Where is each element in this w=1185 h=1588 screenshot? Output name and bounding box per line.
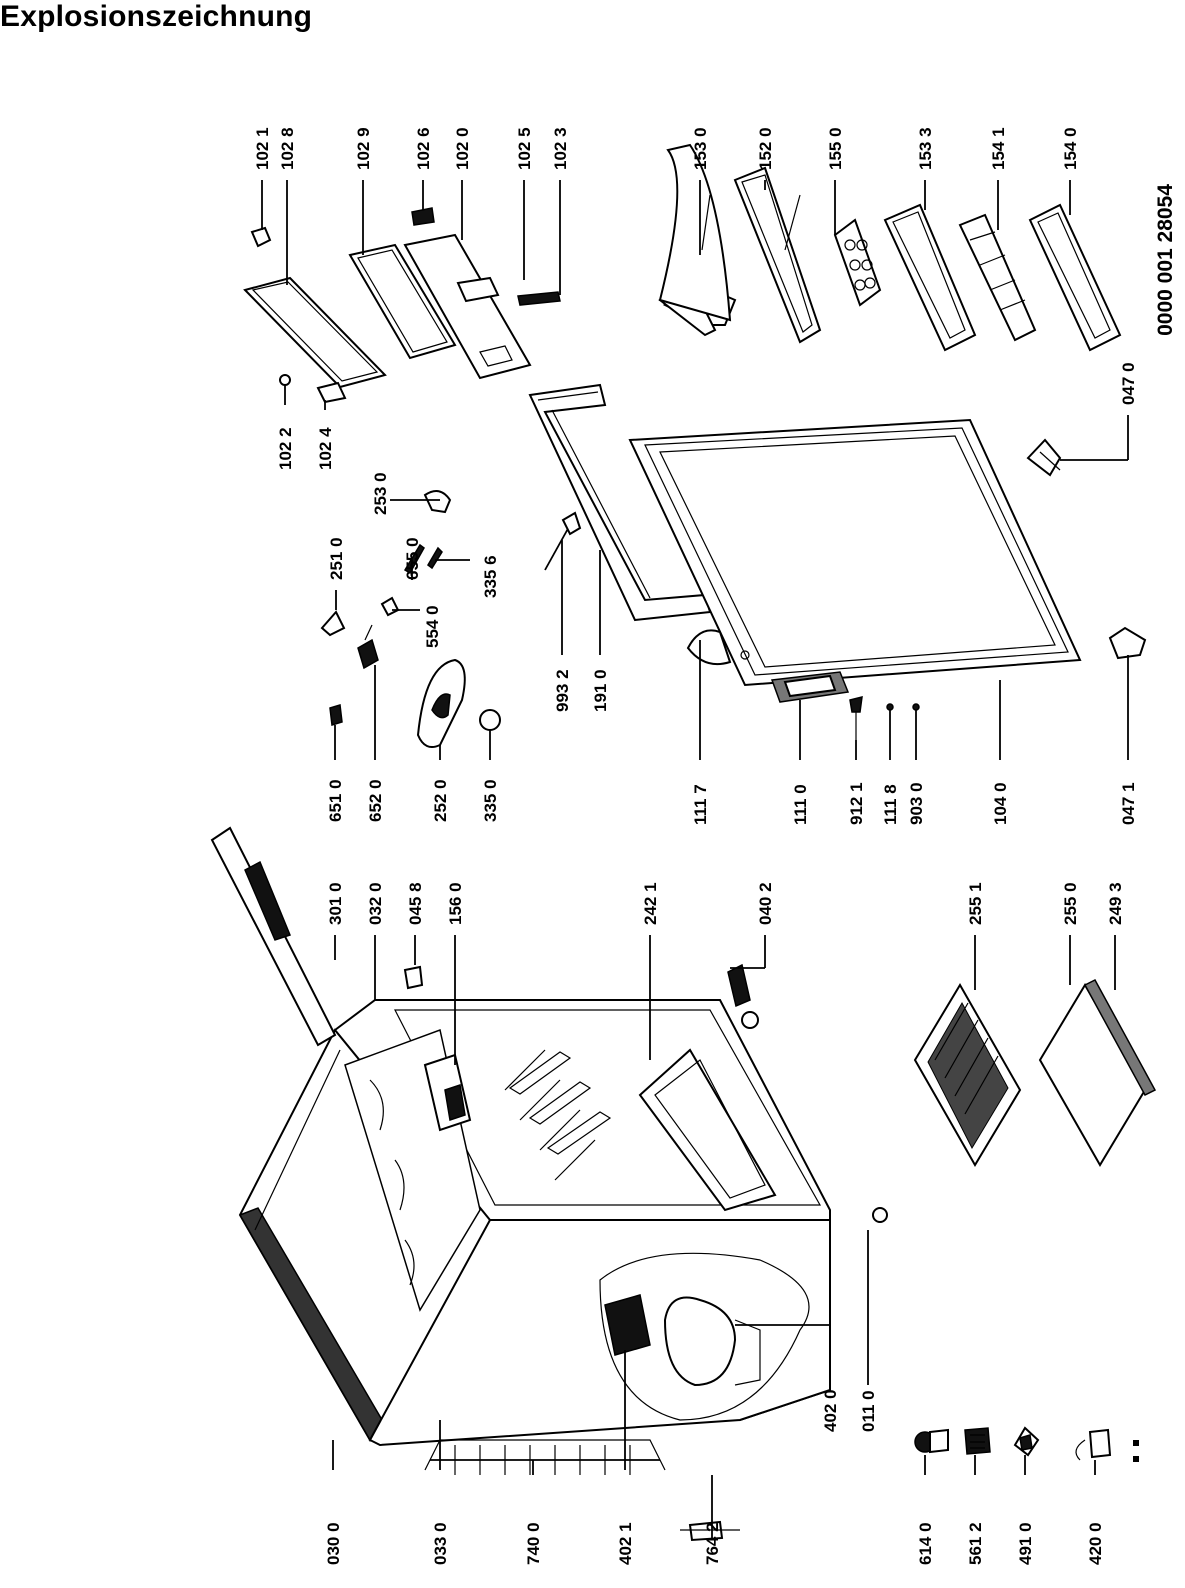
label-153-0: 153 0	[691, 127, 710, 170]
small-part-102-2	[279, 374, 291, 386]
door-bin-152-0	[733, 166, 822, 344]
label-561-2: 561 2	[966, 1522, 985, 1565]
label-255-0: 255 0	[1061, 882, 1080, 925]
label-011-0: 011 0	[859, 1390, 878, 1432]
label-102-0: 102 0	[453, 127, 472, 170]
plug-651-0	[329, 704, 343, 726]
label-912-1: 912 1	[847, 782, 866, 825]
clip-253-0	[423, 490, 452, 514]
label-102-5: 102 5	[515, 127, 534, 170]
label-655-0: 655 0	[403, 537, 422, 580]
shelf-trim-249-3	[1083, 979, 1157, 1096]
label-651-0: 651 0	[326, 779, 345, 822]
label-491-0: 491 0	[1016, 1522, 1035, 1565]
shelf-255-0	[1038, 983, 1147, 1167]
cover-251-0	[320, 610, 346, 637]
catch-102-3	[517, 291, 561, 306]
hinge-102-6	[411, 207, 435, 226]
label-102-3: 102 3	[551, 127, 570, 170]
label-102-1: 102 1	[253, 127, 272, 170]
label-047-1: 047 1	[1119, 782, 1138, 825]
label-255-1: 255 1	[966, 882, 985, 925]
label-335-0: 335 0	[481, 779, 500, 822]
rod-993-2	[544, 511, 582, 571]
spring-335-6	[427, 546, 443, 570]
page-title: Explosionszeichnung	[0, 0, 313, 33]
foot-047-0	[1026, 438, 1062, 477]
shelf-255-1	[913, 983, 1022, 1167]
thermostat-housing-252-0	[416, 658, 466, 748]
label-152-0: 152 0	[756, 127, 775, 170]
handle-plate-102-5	[456, 276, 500, 303]
document-number: 0000 001 28054	[1154, 184, 1177, 336]
knob-335-0	[479, 709, 501, 731]
label-242-1: 242 1	[641, 882, 660, 925]
small-part-102-4	[316, 381, 347, 404]
label-764-2: 764 2	[703, 1522, 722, 1565]
label-102-4: 102 4	[316, 427, 335, 470]
bracket-554-0	[380, 596, 400, 617]
label-253-0: 253 0	[371, 472, 390, 515]
label-252-0: 252 0	[431, 779, 450, 822]
label-420-0: 420 0	[1086, 1522, 1105, 1565]
part-561-2	[964, 1427, 991, 1455]
label-033-0: 033 0	[431, 1522, 450, 1565]
dots-mark	[1133, 1440, 1139, 1462]
label-102-8: 102 8	[278, 127, 297, 170]
bottle-retainer-154-1	[958, 213, 1037, 342]
label-402-1: 402 1	[616, 1522, 635, 1565]
egg-tray-155-0	[833, 218, 882, 307]
label-251-0: 251 0	[327, 537, 346, 580]
foot-047-1	[1108, 626, 1147, 660]
label-040-2: 040 2	[756, 882, 775, 925]
screw-111-8	[886, 703, 894, 711]
label-301-0: 301 0	[326, 882, 345, 925]
label-554-0: 554 0	[423, 605, 442, 648]
label-111-8: 111 8	[881, 784, 900, 825]
label-652-0: 652 0	[366, 779, 385, 822]
spring-655-0	[403, 543, 425, 575]
door-bin-153-3	[883, 203, 977, 352]
door-gasket-191-0	[528, 383, 712, 622]
part-491-0	[1013, 1426, 1040, 1457]
freezer-door-frame-102-9	[348, 243, 457, 360]
label-032-0: 032 0	[366, 882, 385, 925]
label-249-3: 249 3	[1106, 882, 1125, 925]
freezer-door-seal-102-8	[243, 276, 387, 389]
screw-912-1	[849, 696, 863, 740]
part-614-0	[914, 1428, 949, 1454]
label-903-0: 903 0	[907, 782, 926, 825]
part-420-0	[1075, 1428, 1112, 1461]
label-111-7: 111 7	[691, 784, 710, 825]
freezer-door-102-0	[403, 233, 532, 380]
label-047-0: 047 0	[1119, 362, 1138, 405]
label-102-6: 102 6	[414, 127, 433, 170]
door-bin-153-0	[658, 143, 737, 337]
door-bin-154-0	[1028, 203, 1122, 352]
label-111-0: 111 0	[791, 784, 810, 825]
cabinet-body	[210, 826, 888, 1542]
label-155-0: 155 0	[826, 127, 845, 170]
label-402-0: 402 0	[821, 1389, 840, 1432]
hinge-102-1	[250, 226, 272, 248]
door-104-0	[628, 418, 1082, 687]
label-740-0: 740 0	[524, 1522, 543, 1565]
label-102-9: 102 9	[354, 127, 373, 170]
screw-903-0	[912, 703, 920, 711]
label-102-2: 102 2	[276, 427, 295, 470]
switch-652-0	[357, 624, 379, 670]
label-154-1: 154 1	[989, 127, 1008, 170]
label-104-0: 104 0	[991, 782, 1010, 825]
label-030-0: 030 0	[324, 1522, 343, 1565]
label-153-3: 153 3	[916, 127, 935, 170]
label-335-6: 335 6	[481, 555, 500, 598]
label-045-8: 045 8	[406, 882, 425, 925]
label-614-0: 614 0	[916, 1522, 935, 1565]
label-156-0: 156 0	[446, 882, 465, 925]
label-154-0: 154 0	[1061, 127, 1080, 170]
hinge-base-111-0	[770, 671, 850, 703]
label-191-0: 191 0	[591, 669, 610, 712]
label-993-2: 993 2	[553, 669, 572, 712]
